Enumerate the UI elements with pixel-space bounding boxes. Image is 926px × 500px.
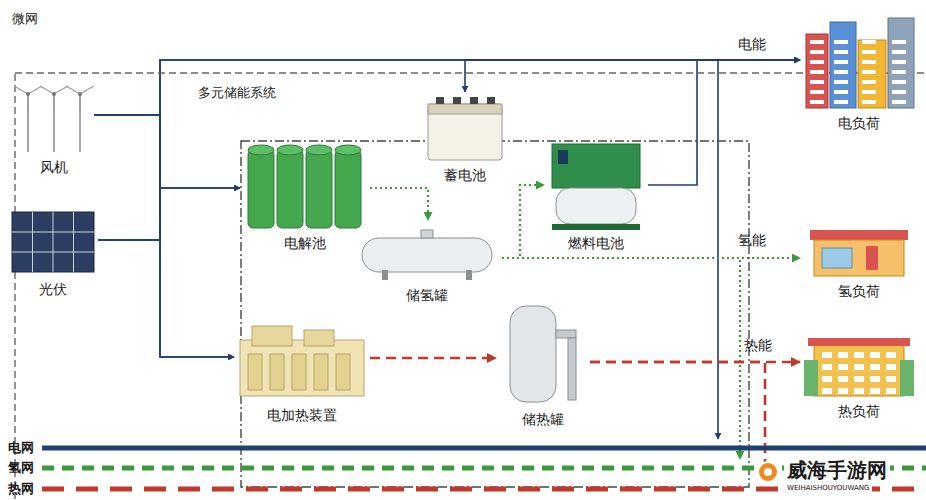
component-label: 储氢罐 xyxy=(352,287,502,304)
component-label: 风机 xyxy=(14,159,94,176)
heat-load: 热负荷 xyxy=(800,330,918,420)
electrolyzer: 电解池 xyxy=(240,140,370,252)
group-title: 多元储能系统 xyxy=(198,85,276,101)
hydrogen-tank: 储氢罐 xyxy=(352,220,502,304)
battery-icon xyxy=(420,92,510,162)
power-line xyxy=(98,188,240,240)
heat-line xyxy=(370,357,496,360)
power-line xyxy=(94,115,240,188)
electrolyzer-icon xyxy=(240,140,370,230)
frame-outline xyxy=(190,80,490,230)
grid-label: 氢网 xyxy=(8,459,34,477)
grid-label: 电网 xyxy=(8,439,34,457)
energy-label: 热能 xyxy=(744,337,772,354)
hydrogen-load-icon xyxy=(800,220,918,278)
watermark: 威海手游网 xyxy=(784,458,890,482)
component-label: 氢负荷 xyxy=(800,283,918,300)
wind-turbine: 风机 xyxy=(14,72,94,176)
frame-outline xyxy=(4,6,304,156)
component-label: 蓄电池 xyxy=(420,167,510,184)
electric-load: 电负荷 xyxy=(800,16,918,132)
fuel-cell: 燃料电池 xyxy=(544,140,648,252)
heat-tank: 储热罐 xyxy=(496,300,590,428)
pv-panel: 光伏 xyxy=(8,208,98,298)
fuel-cell-icon xyxy=(544,140,648,230)
hydrogen-tank-icon xyxy=(352,220,502,282)
heat-line xyxy=(590,362,765,480)
component-label: 储热罐 xyxy=(496,411,590,428)
electric-load-icon xyxy=(800,16,918,110)
component-label: 光伏 xyxy=(8,281,98,298)
battery: 蓄电池 xyxy=(420,92,510,184)
grid-label: 热网 xyxy=(8,480,34,498)
power-line xyxy=(648,60,800,185)
electric-heater: 电加热装置 xyxy=(234,320,370,424)
watermark: WEIHAISHOUYOUWANG xyxy=(784,484,872,492)
energy-label: 电能 xyxy=(738,36,766,53)
wind-turbine-icon xyxy=(14,72,94,154)
power-line xyxy=(98,60,800,240)
energy-label: 氢能 xyxy=(738,232,766,249)
storage-system-frame: 电解池 蓄电池储氢罐 燃料电池电加热装置 储热罐 多元储能系统 xyxy=(190,80,700,428)
watermark-logo xyxy=(756,460,780,484)
hydrogen-line xyxy=(502,257,800,259)
power-line xyxy=(94,115,234,357)
group-title: 微网 xyxy=(12,11,38,27)
power-line xyxy=(98,240,234,357)
microgrid-frame: 风机光伏 电解池 蓄电池储氢罐 燃料电池电加热装置 储热罐 多元储能系统电负荷氢负荷热负荷… xyxy=(4,6,922,438)
electric-heater-icon xyxy=(234,320,370,402)
hydrogen-line xyxy=(502,185,544,258)
heat-tank-icon xyxy=(496,300,590,406)
component-label: 燃料电池 xyxy=(544,235,648,252)
power-line xyxy=(94,60,800,115)
heat-load-icon xyxy=(800,330,918,398)
hydrogen-line xyxy=(502,258,740,459)
hydrogen-load: 氢负荷 xyxy=(800,220,918,300)
component-label: 电解池 xyxy=(240,235,370,252)
hydrogen-line xyxy=(370,188,428,220)
component-label: 电加热装置 xyxy=(234,407,370,424)
power-line xyxy=(718,60,800,439)
pv-panel-icon xyxy=(8,208,98,276)
grid-line xyxy=(42,439,926,457)
power-line xyxy=(465,60,800,92)
component-label: 电负荷 xyxy=(800,115,918,132)
power-grid-band: 电网 xyxy=(0,439,926,457)
component-label: 热负荷 xyxy=(800,403,918,420)
